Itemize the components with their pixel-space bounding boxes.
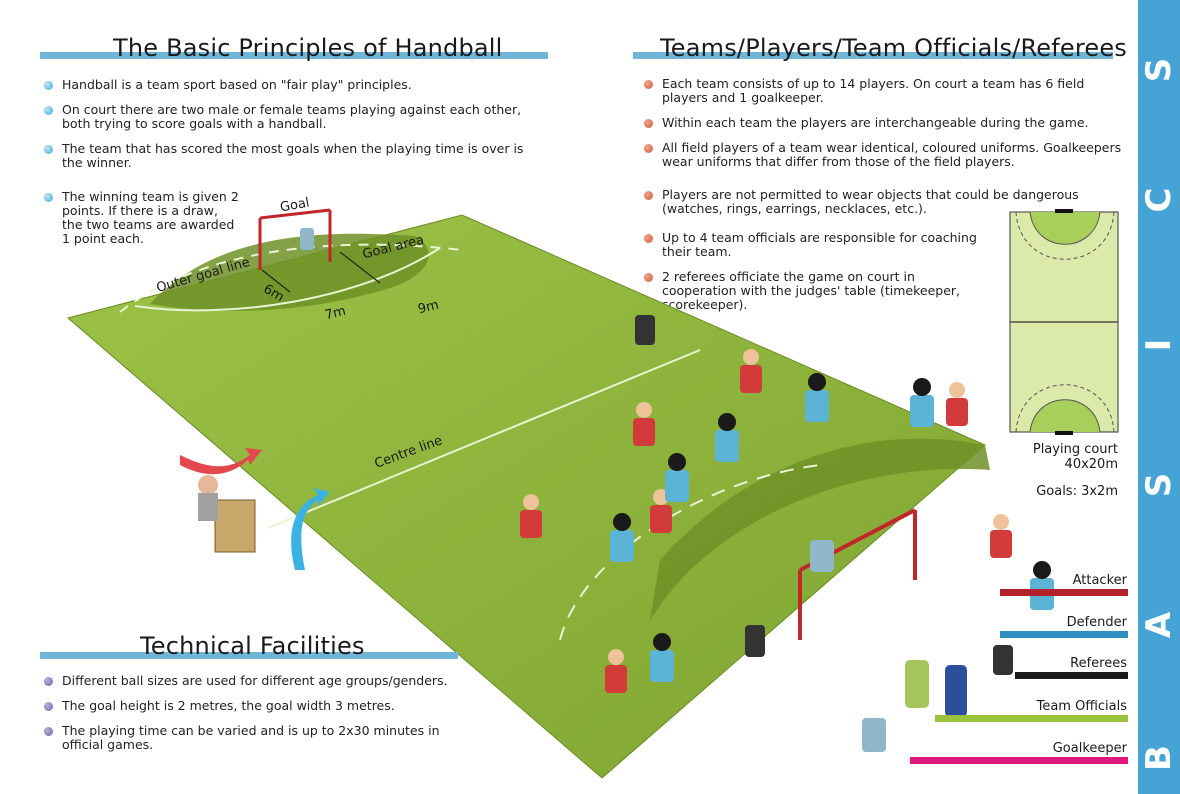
basic-list: Handball is a team sport based on "fair … (42, 78, 542, 181)
bullet-icon (644, 144, 653, 153)
bullet-icon (644, 119, 653, 128)
list-item: Each team consists of up to 14 players. … (642, 77, 1132, 105)
judges-table (214, 499, 256, 553)
sidebar-letter: S (1139, 472, 1179, 498)
bullet-icon (44, 81, 53, 90)
technical-heading-bar (40, 652, 458, 659)
legend-swatch (910, 757, 1128, 764)
list-item: On court there are two male or female te… (42, 103, 542, 131)
legend-label: Team Officials (1036, 699, 1127, 714)
legend-swatch (935, 715, 1128, 722)
list-item: Up to 4 team officials are responsible f… (642, 231, 987, 259)
list-item: 2 referees officiate the game on court i… (642, 270, 987, 312)
court-caption: Playing court 40x20m (1032, 442, 1118, 472)
sidebar-letter: B (1139, 745, 1179, 771)
teams-list-2: Players are not permitted to wear object… (642, 188, 1112, 227)
list-item: The winning team is given 2 points. If t… (42, 190, 242, 246)
legend-swatch (1015, 672, 1128, 679)
teams-list: Each team consists of up to 14 players. … (642, 77, 1132, 180)
bullet-icon (44, 702, 53, 711)
technical-heading: Technical Facilities (140, 632, 365, 660)
legend-swatch (1000, 589, 1128, 596)
list-item: All field players of a team wear identic… (642, 141, 1132, 169)
list-item: Players are not permitted to wear object… (642, 188, 1112, 216)
list-item: The playing time can be varied and is up… (42, 724, 482, 752)
referee (635, 315, 1013, 675)
bullet-icon (644, 273, 653, 282)
bullet-icon (644, 234, 653, 243)
sidebar-letter: C (1139, 187, 1179, 213)
list-item: The goal height is 2 metres, the goal wi… (42, 699, 482, 713)
goalkeeper (300, 228, 886, 752)
bullet-icon (44, 727, 53, 736)
bullet-icon (44, 193, 53, 202)
bullet-icon (644, 80, 653, 89)
teams-heading: Teams/Players/Team Officials/Referees (660, 34, 1127, 62)
blue-arrow-icon (291, 488, 330, 570)
court-diagram (1009, 209, 1119, 435)
far-goal-area (648, 438, 990, 625)
legend-swatch (1000, 631, 1128, 638)
legend-label: Defender (1066, 615, 1127, 630)
nine-metre-line (119, 243, 463, 313)
teams-heading-bar (633, 52, 1113, 59)
basic-heading-bar (40, 52, 548, 59)
teams-list-3: Up to 4 team officials are responsible f… (642, 231, 987, 323)
sidebar-letter: A (1139, 611, 1179, 639)
basic-list-last: The winning team is given 2 points. If t… (42, 190, 242, 257)
goals-caption: Goals: 3x2m (1036, 484, 1118, 499)
basics-sidebar: S C I S A B (1138, 0, 1180, 794)
basic-heading: The Basic Principles of Handball (113, 34, 503, 62)
list-item: Handball is a team sport based on "fair … (42, 78, 542, 92)
legend-label: Referees (1070, 656, 1127, 671)
sidebar-letter: S (1139, 57, 1179, 83)
list-item: Within each team the players are interch… (642, 116, 1132, 130)
red-player (520, 365, 1012, 693)
legend-label: Goalkeeper (1052, 741, 1127, 756)
sidebar-letter: I (1139, 338, 1179, 352)
legend-label: Attacker (1072, 573, 1127, 588)
bullet-icon (44, 145, 53, 154)
bullet-icon (644, 191, 653, 200)
list-item: The team that has scored the most goals … (42, 142, 542, 170)
bullet-icon (44, 677, 53, 686)
team-official (905, 660, 967, 717)
technical-list: Different ball sizes are used for differ… (42, 674, 482, 763)
bullet-icon (44, 106, 53, 115)
court-illustration (66, 208, 1119, 779)
list-item: Different ball sizes are used for differ… (42, 674, 482, 688)
goal-area (150, 233, 429, 311)
near-goal (258, 208, 332, 270)
centre-line (267, 349, 701, 529)
red-arrow-icon (180, 448, 262, 475)
